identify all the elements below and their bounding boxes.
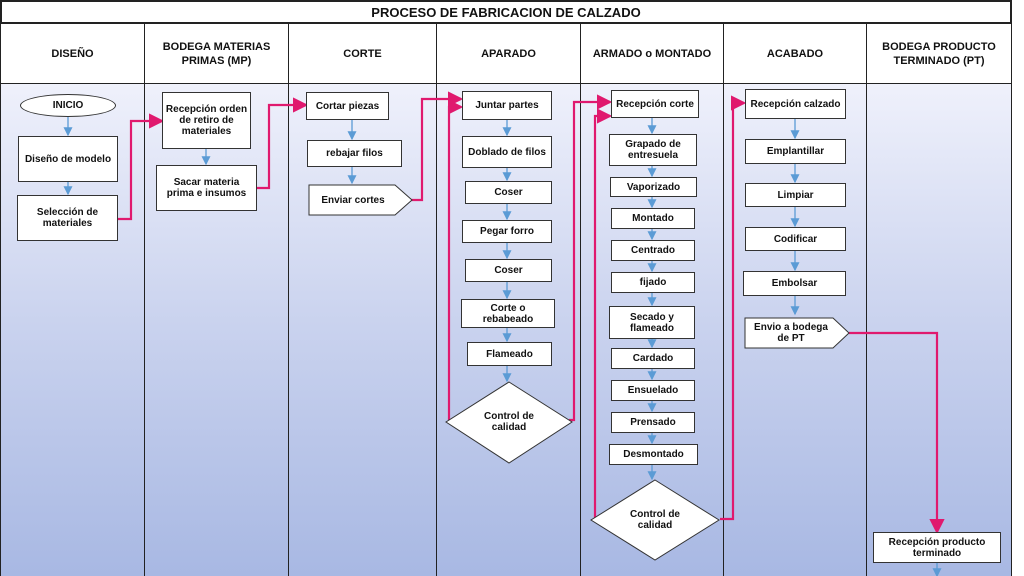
step-juntar-partes: Juntar partes [462,91,552,120]
start-oval: INICIO [20,94,116,117]
step-diseno-modelo: Diseño de modelo [18,136,118,182]
step-emplantillar: Emplantillar [745,139,846,164]
step-seleccion-materiales: Selección de materiales [17,195,118,241]
step-grapado-entresuela: Grapado de entresuela [609,134,697,166]
connector-bodega-to-corte [257,97,309,190]
lane-header-bodega-pt: BODEGA PRODUCTO TERMINADO (PT) [867,24,1011,84]
step-ensuelado: Ensuelado [611,380,695,401]
connector-acabado-to-bodega-pt [849,331,945,535]
envio-bodega-shape [744,317,850,349]
step-recepcion-calzado: Recepción calzado [745,89,846,119]
connector-armado-loop [593,108,613,519]
diagram-title: PROCESO DE FABRICACION DE CALZADO [0,0,1012,24]
step-coser-1: Coser [465,181,552,204]
step-coser-2: Coser [465,259,552,282]
lane-header-bodega-mp: BODEGA MATERIAS PRIMAS (MP) [145,24,288,84]
control-calidad-aparado-shape [445,381,573,464]
enviar-cortes-shape [308,184,413,216]
decision-control-calidad-aparado: Control de calidad [484,411,534,433]
step-montado: Montado [611,208,695,229]
lane-diseno: DISEÑO [0,24,144,576]
connector-corte-to-aparado [410,91,464,202]
step-recepcion-corte: Recepción corte [611,90,699,118]
step-envio-bodega-pt: Envio a bodega de PT [754,322,828,344]
step-embolsar: Embolsar [743,271,846,296]
lane-header-acabado: ACABADO [724,24,866,84]
lane-header-armado: ARMADO o MONTADO [581,24,723,84]
lane-header-corte: CORTE [289,24,436,84]
step-doblado-filos: Doblado de filos [462,136,552,168]
connector-aparado-loop [447,99,464,420]
step-enviar-cortes: Enviar cortes [321,194,385,206]
decision-control-calidad-armado: Control de calidad [630,509,680,531]
lane-bodega-pt: BODEGA PRODUCTO TERMINADO (PT) [866,24,1012,576]
step-corte-rebabeado: Corte o rebabeado [461,299,555,328]
step-prensado: Prensado [611,412,695,433]
step-pegar-forro: Pegar forro [462,220,552,243]
step-cortar-piezas: Cortar piezas [306,92,389,120]
step-vaporizado: Vaporizado [610,177,697,197]
connector-diseno-to-bodega [118,113,165,221]
lane-header-aparado: APARADO [437,24,580,84]
step-centrado: Centrado [611,240,695,261]
step-recepcion-orden: Recepción orden de retiro de materiales [162,92,251,149]
step-flameado: Flameado [467,342,552,366]
lane-header-diseno: DISEÑO [1,24,144,84]
connector-armado-to-acabado [720,95,747,521]
step-secado-flameado: Secado y flameado [609,306,695,339]
step-codificar: Codificar [745,227,846,251]
step-fijado: fijado [611,272,695,293]
connector-aparado-to-armado [569,94,613,422]
step-sacar-materia: Sacar materia prima e insumos [156,165,257,211]
step-cardado: Cardado [611,348,695,369]
step-rebajar-filos: rebajar filos [307,140,402,167]
step-recepcion-producto-terminado: Recepción producto terminado [873,532,1001,563]
control-calidad-armado-shape [590,479,720,561]
step-limpiar: Limpiar [745,183,846,207]
step-desmontado: Desmontado [609,444,698,465]
